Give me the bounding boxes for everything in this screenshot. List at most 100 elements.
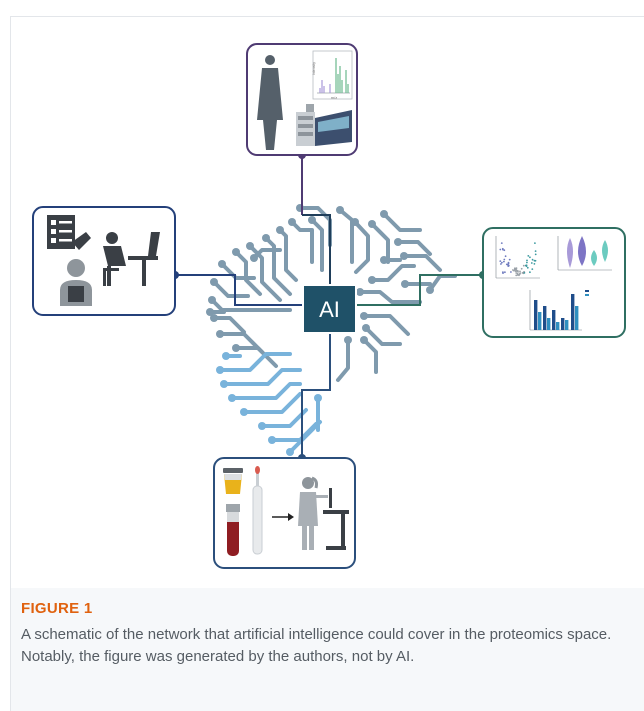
connector-bottom [298,333,331,462]
bar-icon-bar [534,300,538,330]
circuit-trace [218,352,292,372]
volcano-dot [526,259,528,262]
circuit-trace [212,280,250,298]
circuit-node [368,276,376,284]
patient-reading-icon [60,259,92,306]
circuit-node [314,394,322,402]
circuit-node [208,296,216,304]
statistics-box [482,227,626,338]
volcano-dot [507,261,510,264]
circuit-trace [234,250,262,296]
circuit-node [218,260,226,268]
circuit-node [210,278,218,286]
volcano-dot [523,272,526,274]
circuit-trace [370,264,416,282]
spectrum-xlabel: m/z [331,95,337,100]
circuit-node [394,238,402,246]
circuit-node [401,280,409,288]
volcano-dot [516,272,519,275]
bar-icon-bar [565,320,569,330]
circuit-trace [290,220,314,264]
caption-background [11,588,644,711]
circuit-node [286,448,294,456]
scientist-icon [257,55,283,150]
spectrum-ylabel: Intensity [312,62,316,75]
circuit-node [360,336,368,344]
volcano-dot [518,274,520,277]
schematic-diagram: AI m/z Intensity [32,43,626,569]
circuit-node [380,210,388,218]
circuit-node [222,352,230,360]
blood-tube-icon [226,504,240,556]
volcano-dot [507,265,510,267]
circuit-trace [428,274,457,292]
bar-icon-bar [556,322,560,330]
circuit-trace [234,346,278,368]
circuit-trace [248,244,282,302]
volcano-dot [531,258,534,261]
circuit-node [258,422,266,430]
circuit-trace [278,228,298,282]
checklist-icon [47,215,91,250]
volcano-dot [533,263,536,265]
circuit-node [246,242,254,250]
volcano-dot [517,271,519,273]
volcano-dot [500,242,503,245]
circuit-node [240,408,248,416]
lab-technician-icon [298,476,349,550]
volcano-dot [514,269,517,271]
circuit-trace [264,236,292,296]
circuit-trace [402,254,442,272]
circuit-node [276,226,284,234]
volcano-dot [529,256,531,259]
circuit-node [232,344,240,352]
circuit-node [206,308,214,316]
circuit-trace [242,392,302,414]
mass-spectrum-plot: m/z Intensity [312,50,353,100]
volcano-dot [501,261,503,264]
circuit-node [228,394,236,402]
circuit-node [356,288,364,296]
circuit-trace [212,316,246,334]
volcano-dot [500,263,502,265]
ai-box: AI [302,284,357,334]
circuit-node [210,314,218,322]
volcano-dot [514,270,517,273]
circuit-trace [353,220,370,274]
volcano-dot [522,264,525,267]
circuit-trace [396,240,432,256]
circuit-node [426,286,434,294]
clinical-box [32,206,176,316]
volcano-dot [510,271,512,273]
circuit-node [216,366,224,374]
volcano-dot [499,260,502,262]
volcano-dot [502,248,504,251]
bar-icon-bar [547,318,551,330]
left-border [10,16,11,711]
circuit-node [288,218,296,226]
volcano-dot [515,272,518,274]
ai-label: AI [319,297,340,322]
volcano-dot [519,270,521,273]
volcano-dot [527,255,530,257]
volcano-dot [504,271,506,274]
volcano-dot [515,267,517,270]
top-border [10,16,644,17]
volcano-plot-icon [495,236,540,279]
stressed-person-icon [103,232,160,286]
volcano-dot [534,250,537,253]
circuit-trace [260,408,308,428]
circuit-trace [336,338,350,382]
circuit-trace [382,212,422,232]
volcano-dot [529,271,531,274]
circuit-node [262,234,270,242]
circuit-node [380,256,388,264]
circuit-trace [362,314,410,336]
connector-right [356,271,487,306]
volcano-dot [520,267,523,270]
circuit-trace [222,368,302,386]
volcano-dot [499,248,502,251]
circuit-node [360,312,368,320]
bar-icon-bar [575,306,579,330]
circuit-node [362,324,370,332]
